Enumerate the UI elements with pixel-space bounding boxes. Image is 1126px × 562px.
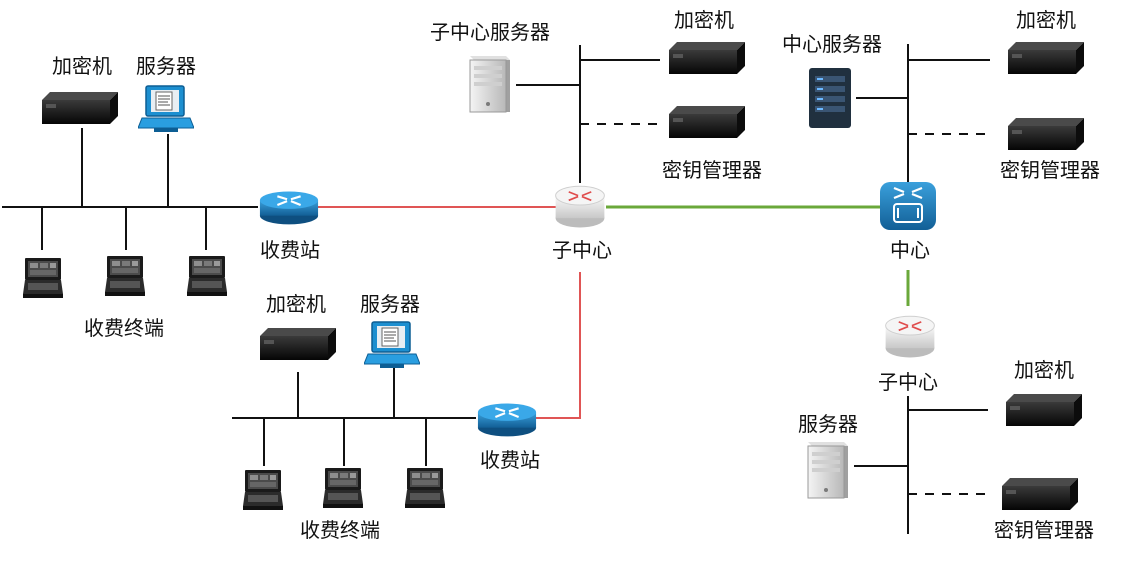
- tower-server-icon: [469, 55, 511, 113]
- toll-station-2-lan: [232, 368, 476, 466]
- label-encryptor: 加密机: [1016, 8, 1076, 32]
- label-encryptor: 加密机: [674, 8, 734, 32]
- sub-center-router-icon: [884, 315, 936, 359]
- toll-station-router-icon: [476, 402, 538, 438]
- encryptor-icon: [260, 328, 336, 360]
- label-sub-center: 子中心: [552, 238, 612, 262]
- label-server: 服务器: [360, 292, 420, 316]
- center-router-icon: [878, 180, 938, 232]
- monitor-server-icon: [364, 321, 420, 369]
- monitor-server-icon: [138, 85, 194, 133]
- encryptor-icon: [1008, 42, 1084, 74]
- link-station2-subcenter: [535, 272, 581, 419]
- sub-center-2-lan: [854, 396, 988, 534]
- label-key-manager: 密钥管理器: [1000, 158, 1100, 182]
- label-encryptor: 加密机: [52, 54, 112, 78]
- tower-server-icon: [807, 441, 849, 499]
- label-toll-station: 收费站: [260, 238, 320, 262]
- rack-server-icon: [809, 68, 851, 128]
- key-manager-icon: [1008, 118, 1084, 150]
- label-center-server: 中心服务器: [782, 32, 882, 56]
- terminal-icon: [323, 468, 363, 508]
- label-sub-center: 子中心: [878, 370, 938, 394]
- terminal-icon: [405, 468, 445, 508]
- label-toll-terminal: 收费终端: [300, 518, 380, 542]
- toll-station-1-lan: [2, 128, 258, 250]
- label-server: 服务器: [798, 412, 858, 436]
- label-server: 服务器: [136, 54, 196, 78]
- label-center: 中心: [890, 238, 930, 262]
- encryptor-icon: [669, 42, 745, 74]
- label-toll-station: 收费站: [480, 448, 540, 472]
- label-toll-terminal: 收费终端: [84, 316, 164, 340]
- key-manager-icon: [1002, 478, 1078, 510]
- label-encryptor: 加密机: [1014, 358, 1074, 382]
- terminal-icon: [187, 256, 227, 296]
- label-encryptor: 加密机: [266, 292, 326, 316]
- toll-station-router-icon: [258, 190, 320, 226]
- label-key-manager: 密钥管理器: [994, 518, 1094, 542]
- terminal-icon: [105, 256, 145, 296]
- label-key-manager: 密钥管理器: [662, 158, 762, 182]
- sub-center-lan: [516, 45, 660, 183]
- terminal-icon: [23, 258, 63, 298]
- encryptor-icon: [1006, 394, 1082, 426]
- label-sub-center-server: 子中心服务器: [430, 20, 550, 44]
- sub-center-router-icon: [554, 185, 606, 229]
- encryptor-icon: [42, 92, 118, 124]
- key-manager-icon: [669, 106, 745, 138]
- terminal-icon: [243, 470, 283, 510]
- center-lan: [856, 44, 990, 183]
